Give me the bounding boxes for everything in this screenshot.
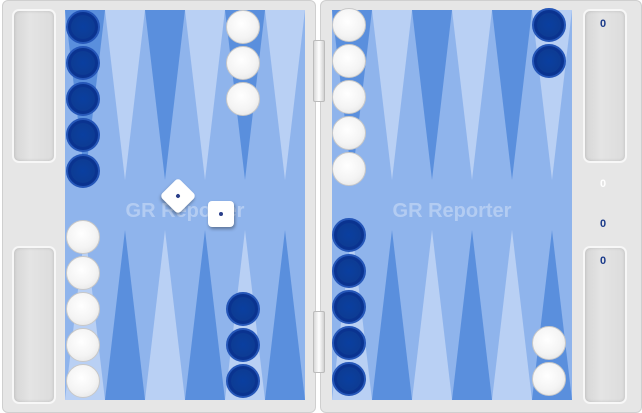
die-right[interactable]: [208, 201, 234, 227]
point-5[interactable]: [372, 230, 412, 400]
point-15[interactable]: [145, 10, 185, 180]
point-16[interactable]: [185, 10, 225, 180]
counter-bottom-right: 0: [599, 255, 607, 267]
checker-white[interactable]: [532, 326, 566, 360]
point-18[interactable]: [265, 10, 305, 180]
point-7[interactable]: [265, 230, 305, 400]
checker-blue[interactable]: [66, 82, 100, 116]
checker-white[interactable]: [332, 80, 366, 114]
die-pip: [219, 212, 223, 216]
counter-top-right: 0: [599, 18, 607, 30]
bar-hinge-bottom: [313, 311, 325, 373]
point-14[interactable]: [105, 10, 145, 180]
checker-blue[interactable]: [66, 46, 100, 80]
checker-blue[interactable]: [332, 290, 366, 324]
checker-blue[interactable]: [332, 326, 366, 360]
checker-blue[interactable]: [332, 362, 366, 396]
checker-blue[interactable]: [332, 254, 366, 288]
tray-right-top[interactable]: [583, 9, 627, 163]
point-11[interactable]: [105, 230, 145, 400]
counter-middle-lower: 0: [599, 218, 607, 230]
tray-left-top[interactable]: [12, 9, 56, 163]
point-2[interactable]: [492, 230, 532, 400]
checker-blue[interactable]: [226, 364, 260, 398]
tray-right-bottom[interactable]: [583, 246, 627, 404]
checker-white[interactable]: [226, 82, 260, 116]
checker-blue[interactable]: [226, 292, 260, 326]
checker-white[interactable]: [66, 364, 100, 398]
checker-white[interactable]: [226, 46, 260, 80]
point-3[interactable]: [452, 230, 492, 400]
checker-white[interactable]: [332, 116, 366, 150]
point-22[interactable]: [452, 10, 492, 180]
checker-white[interactable]: [332, 8, 366, 42]
point-10[interactable]: [145, 230, 185, 400]
checker-white[interactable]: [332, 44, 366, 78]
checker-white[interactable]: [226, 10, 260, 44]
point-20[interactable]: [372, 10, 412, 180]
checker-blue[interactable]: [66, 154, 100, 188]
checker-blue[interactable]: [332, 218, 366, 252]
checker-blue[interactable]: [226, 328, 260, 362]
point-4[interactable]: [412, 230, 452, 400]
checker-blue[interactable]: [66, 118, 100, 152]
die-pip: [175, 193, 181, 199]
point-23[interactable]: [492, 10, 532, 180]
checker-white[interactable]: [66, 256, 100, 290]
checker-white[interactable]: [332, 152, 366, 186]
checker-blue[interactable]: [66, 10, 100, 44]
bar-hinge-top: [313, 40, 325, 102]
point-21[interactable]: [412, 10, 452, 180]
point-9[interactable]: [185, 230, 225, 400]
checker-white[interactable]: [66, 292, 100, 326]
checker-blue[interactable]: [532, 44, 566, 78]
checker-white[interactable]: [66, 328, 100, 362]
checker-blue[interactable]: [532, 8, 566, 42]
tray-left-bottom[interactable]: [12, 246, 56, 404]
watermark-right: GR Reporter: [392, 200, 512, 222]
checker-white[interactable]: [66, 220, 100, 254]
checker-white[interactable]: [532, 362, 566, 396]
counter-middle-upper: 0: [599, 178, 607, 190]
